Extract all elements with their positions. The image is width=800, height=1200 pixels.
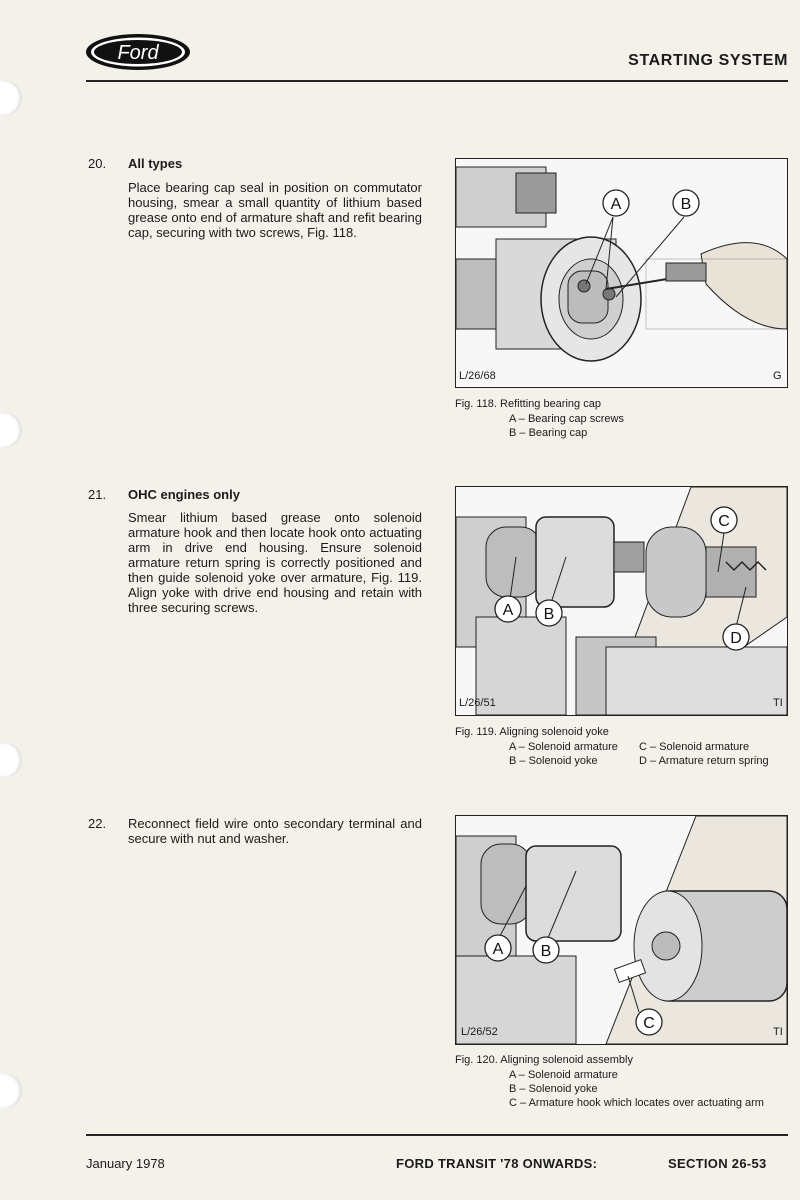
step-body: Smear lithium based grease onto solenoid…: [128, 510, 422, 615]
header-rule: [86, 80, 788, 82]
figure-code: L/26/68: [459, 370, 496, 382]
figure-code: L/26/51: [459, 697, 496, 709]
figure-corner-mark: TI: [773, 697, 783, 709]
callout-a: A: [611, 196, 622, 213]
legend-item: C – Armature hook which locates over act…: [509, 1097, 764, 1109]
callout-d: D: [730, 630, 742, 647]
legend-item: D – Armature return spring: [639, 755, 769, 767]
step-title: OHC engines only: [128, 487, 240, 502]
callout-b: B: [541, 943, 552, 960]
footer-rule: [86, 1134, 788, 1136]
figure-corner-mark: TI: [773, 1026, 783, 1038]
figure-118-illustration: A B: [455, 158, 788, 388]
legend-item: A – Solenoid armature: [509, 1069, 618, 1081]
legend-item: B – Solenoid yoke: [509, 755, 598, 767]
punch-hole: [0, 742, 22, 778]
figure-120-illustration: A B C: [455, 815, 788, 1045]
punch-hole: [0, 412, 22, 448]
figure-code: L/26/52: [461, 1026, 498, 1038]
step-number: 20.: [88, 156, 107, 171]
callout-b: B: [681, 196, 692, 213]
legend-item: C – Solenoid armature: [639, 741, 750, 753]
section-title: STARTING SYSTEM: [628, 52, 788, 69]
figure-caption: Fig. 119. Aligning solenoid yoke: [455, 726, 609, 738]
callout-c: C: [643, 1015, 655, 1032]
step-body: Place bearing cap seal in position on co…: [128, 180, 422, 240]
legend-item: A – Solenoid armature: [509, 741, 618, 753]
punch-hole: [0, 1073, 22, 1109]
callout-a: A: [493, 941, 504, 958]
logo-text: Ford: [117, 42, 159, 64]
legend-item: B – Bearing cap: [509, 427, 588, 439]
callout-a: A: [503, 602, 514, 619]
step-number: 22.: [88, 816, 107, 831]
figure-caption: Fig. 120. Aligning solenoid assembly: [455, 1054, 633, 1066]
footer-date: January 1978: [86, 1156, 165, 1171]
legend-item: A – Bearing cap screws: [509, 413, 624, 425]
step-body: Reconnect field wire onto secondary term…: [128, 816, 422, 846]
ford-logo: Ford: [84, 32, 192, 72]
callout-b: B: [544, 606, 555, 623]
figure-corner-mark: G: [773, 370, 782, 382]
punch-hole: [0, 80, 22, 116]
step-number: 21.: [88, 487, 107, 502]
figure-caption: Fig. 118. Refitting bearing cap: [455, 398, 601, 410]
step-title: All types: [128, 156, 183, 171]
legend-item: B – Solenoid yoke: [509, 1083, 598, 1095]
figure-119-illustration: A B C D: [455, 486, 788, 716]
callout-c: C: [718, 513, 730, 530]
footer-publication: FORD TRANSIT '78 ONWARDS:: [396, 1156, 598, 1171]
footer-section: SECTION 26-53: [668, 1156, 767, 1171]
